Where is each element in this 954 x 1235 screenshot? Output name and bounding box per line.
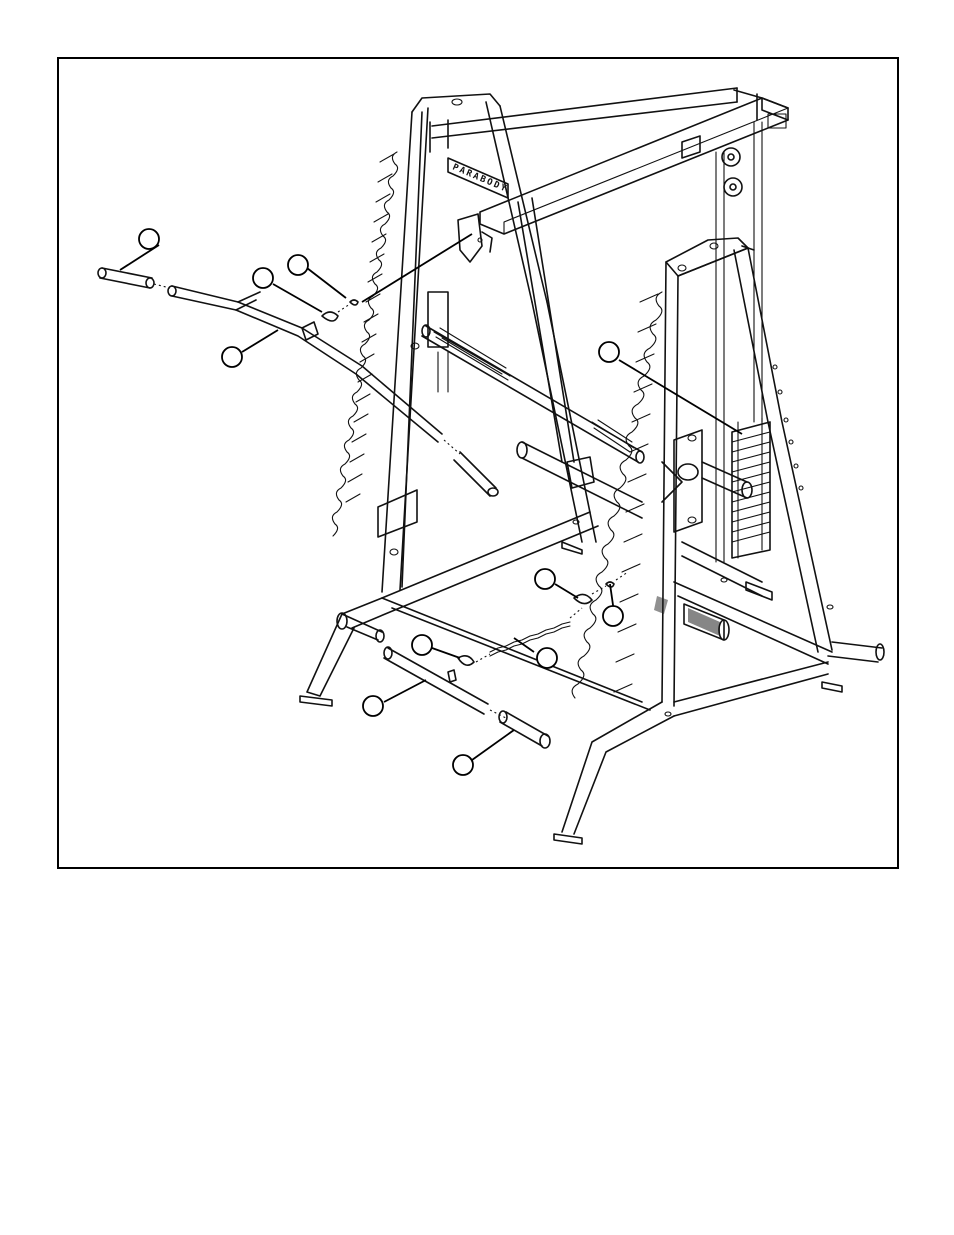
callout-i	[412, 635, 432, 655]
callout-h	[537, 648, 557, 668]
top-crossbar	[430, 88, 788, 234]
callout-k	[453, 755, 473, 775]
carriage-bracket	[458, 214, 492, 262]
callout-a	[139, 229, 159, 249]
lower-handle-assembly	[384, 572, 628, 748]
exploded-assembly-diagram: PARABODY	[59, 59, 897, 867]
callout-b	[253, 268, 273, 288]
callout-e	[599, 342, 619, 362]
base-frame	[300, 512, 650, 710]
callout-f	[535, 569, 555, 589]
callout-g	[603, 606, 623, 626]
figure-frame: PARABODY	[57, 57, 899, 869]
callout-d	[222, 347, 242, 367]
weight-stack	[732, 418, 770, 558]
leader-lines	[120, 234, 742, 760]
callout-j	[363, 696, 383, 716]
callout-c	[288, 255, 308, 275]
